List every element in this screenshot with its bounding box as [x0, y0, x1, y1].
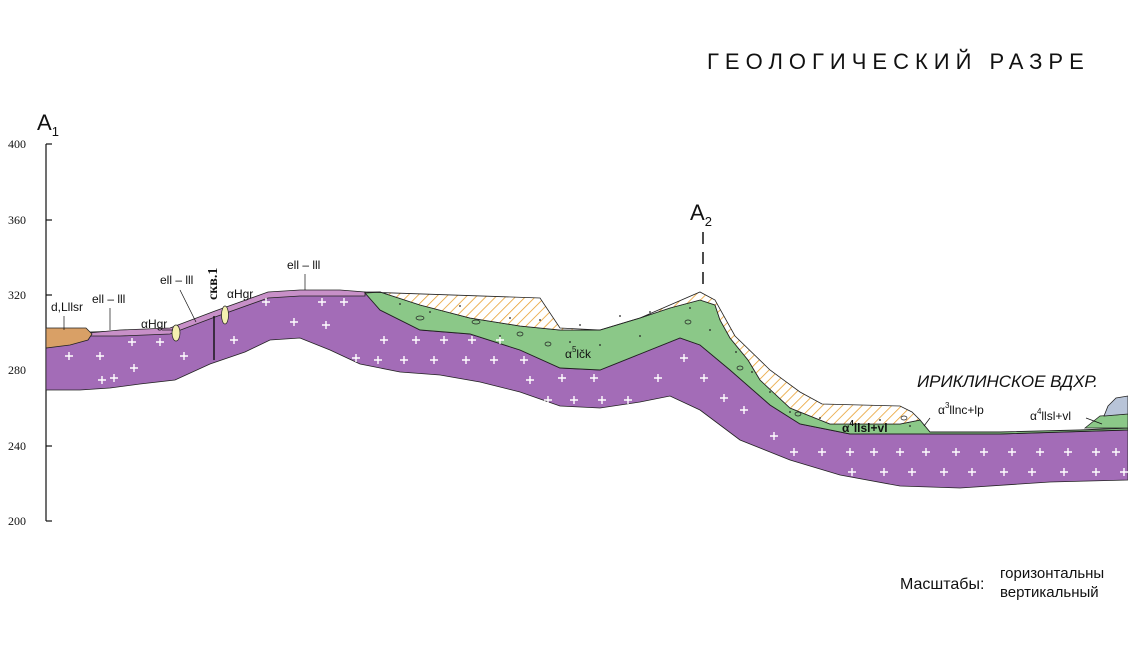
weathering-crust [87, 289, 366, 337]
colluvium-body [45, 327, 93, 349]
loess-cover [364, 291, 921, 425]
unit-label: α5lčk [565, 345, 592, 361]
lens-body [171, 324, 181, 342]
tick-label: 240 [8, 439, 26, 453]
alluvium-texture [399, 303, 911, 427]
unit-label: ell – lll [287, 258, 320, 272]
scale-vertical: вертикальный [1000, 584, 1099, 601]
unit-label: α4llsl+vl [842, 419, 888, 435]
granite-symbols [65, 298, 1128, 476]
alluvium-pebbles [415, 315, 908, 421]
unit-label: ell – lll [160, 273, 193, 287]
alluvium-terrace-4-right [1083, 413, 1128, 429]
tick-label: 360 [8, 213, 26, 227]
section-start-marker: A1 [37, 110, 59, 139]
elevation-axis: 400 360 320 280 240 200 [8, 137, 52, 528]
section-end-marker: A2 [690, 200, 712, 229]
lens-body [221, 305, 229, 325]
reservoir-label: ИРИКЛИНСКОЕ ВДХР. [917, 372, 1098, 391]
tick-label: 280 [8, 363, 26, 377]
unit-label: ell – lll [92, 292, 125, 306]
tick-label: 200 [8, 514, 26, 528]
tick-label: 400 [8, 137, 26, 151]
section-title: ГЕОЛОГИЧЕСКИЙ РАЗРЕ [707, 49, 1090, 74]
unit-label: αHgr [227, 287, 253, 301]
unit-label: αHgr [141, 317, 167, 331]
unit-labels: d,Lllsr ell – lll αHgr ell – lll αHgr el… [51, 258, 1103, 435]
scale-horizontal: горизонтальны [1000, 565, 1104, 582]
unit-label: α3llnc+lp [938, 401, 984, 417]
borehole-label: скв.1 [206, 268, 221, 300]
tick-label: 320 [8, 288, 26, 302]
unit-label: α4llsl+vl [1030, 407, 1071, 423]
scale-block: Масштабы: горизонтальны вертикальный [900, 565, 1104, 601]
scale-label: Масштабы: [900, 576, 984, 593]
reservoir-water [1103, 395, 1128, 417]
unit-label: d,Lllsr [51, 300, 83, 314]
